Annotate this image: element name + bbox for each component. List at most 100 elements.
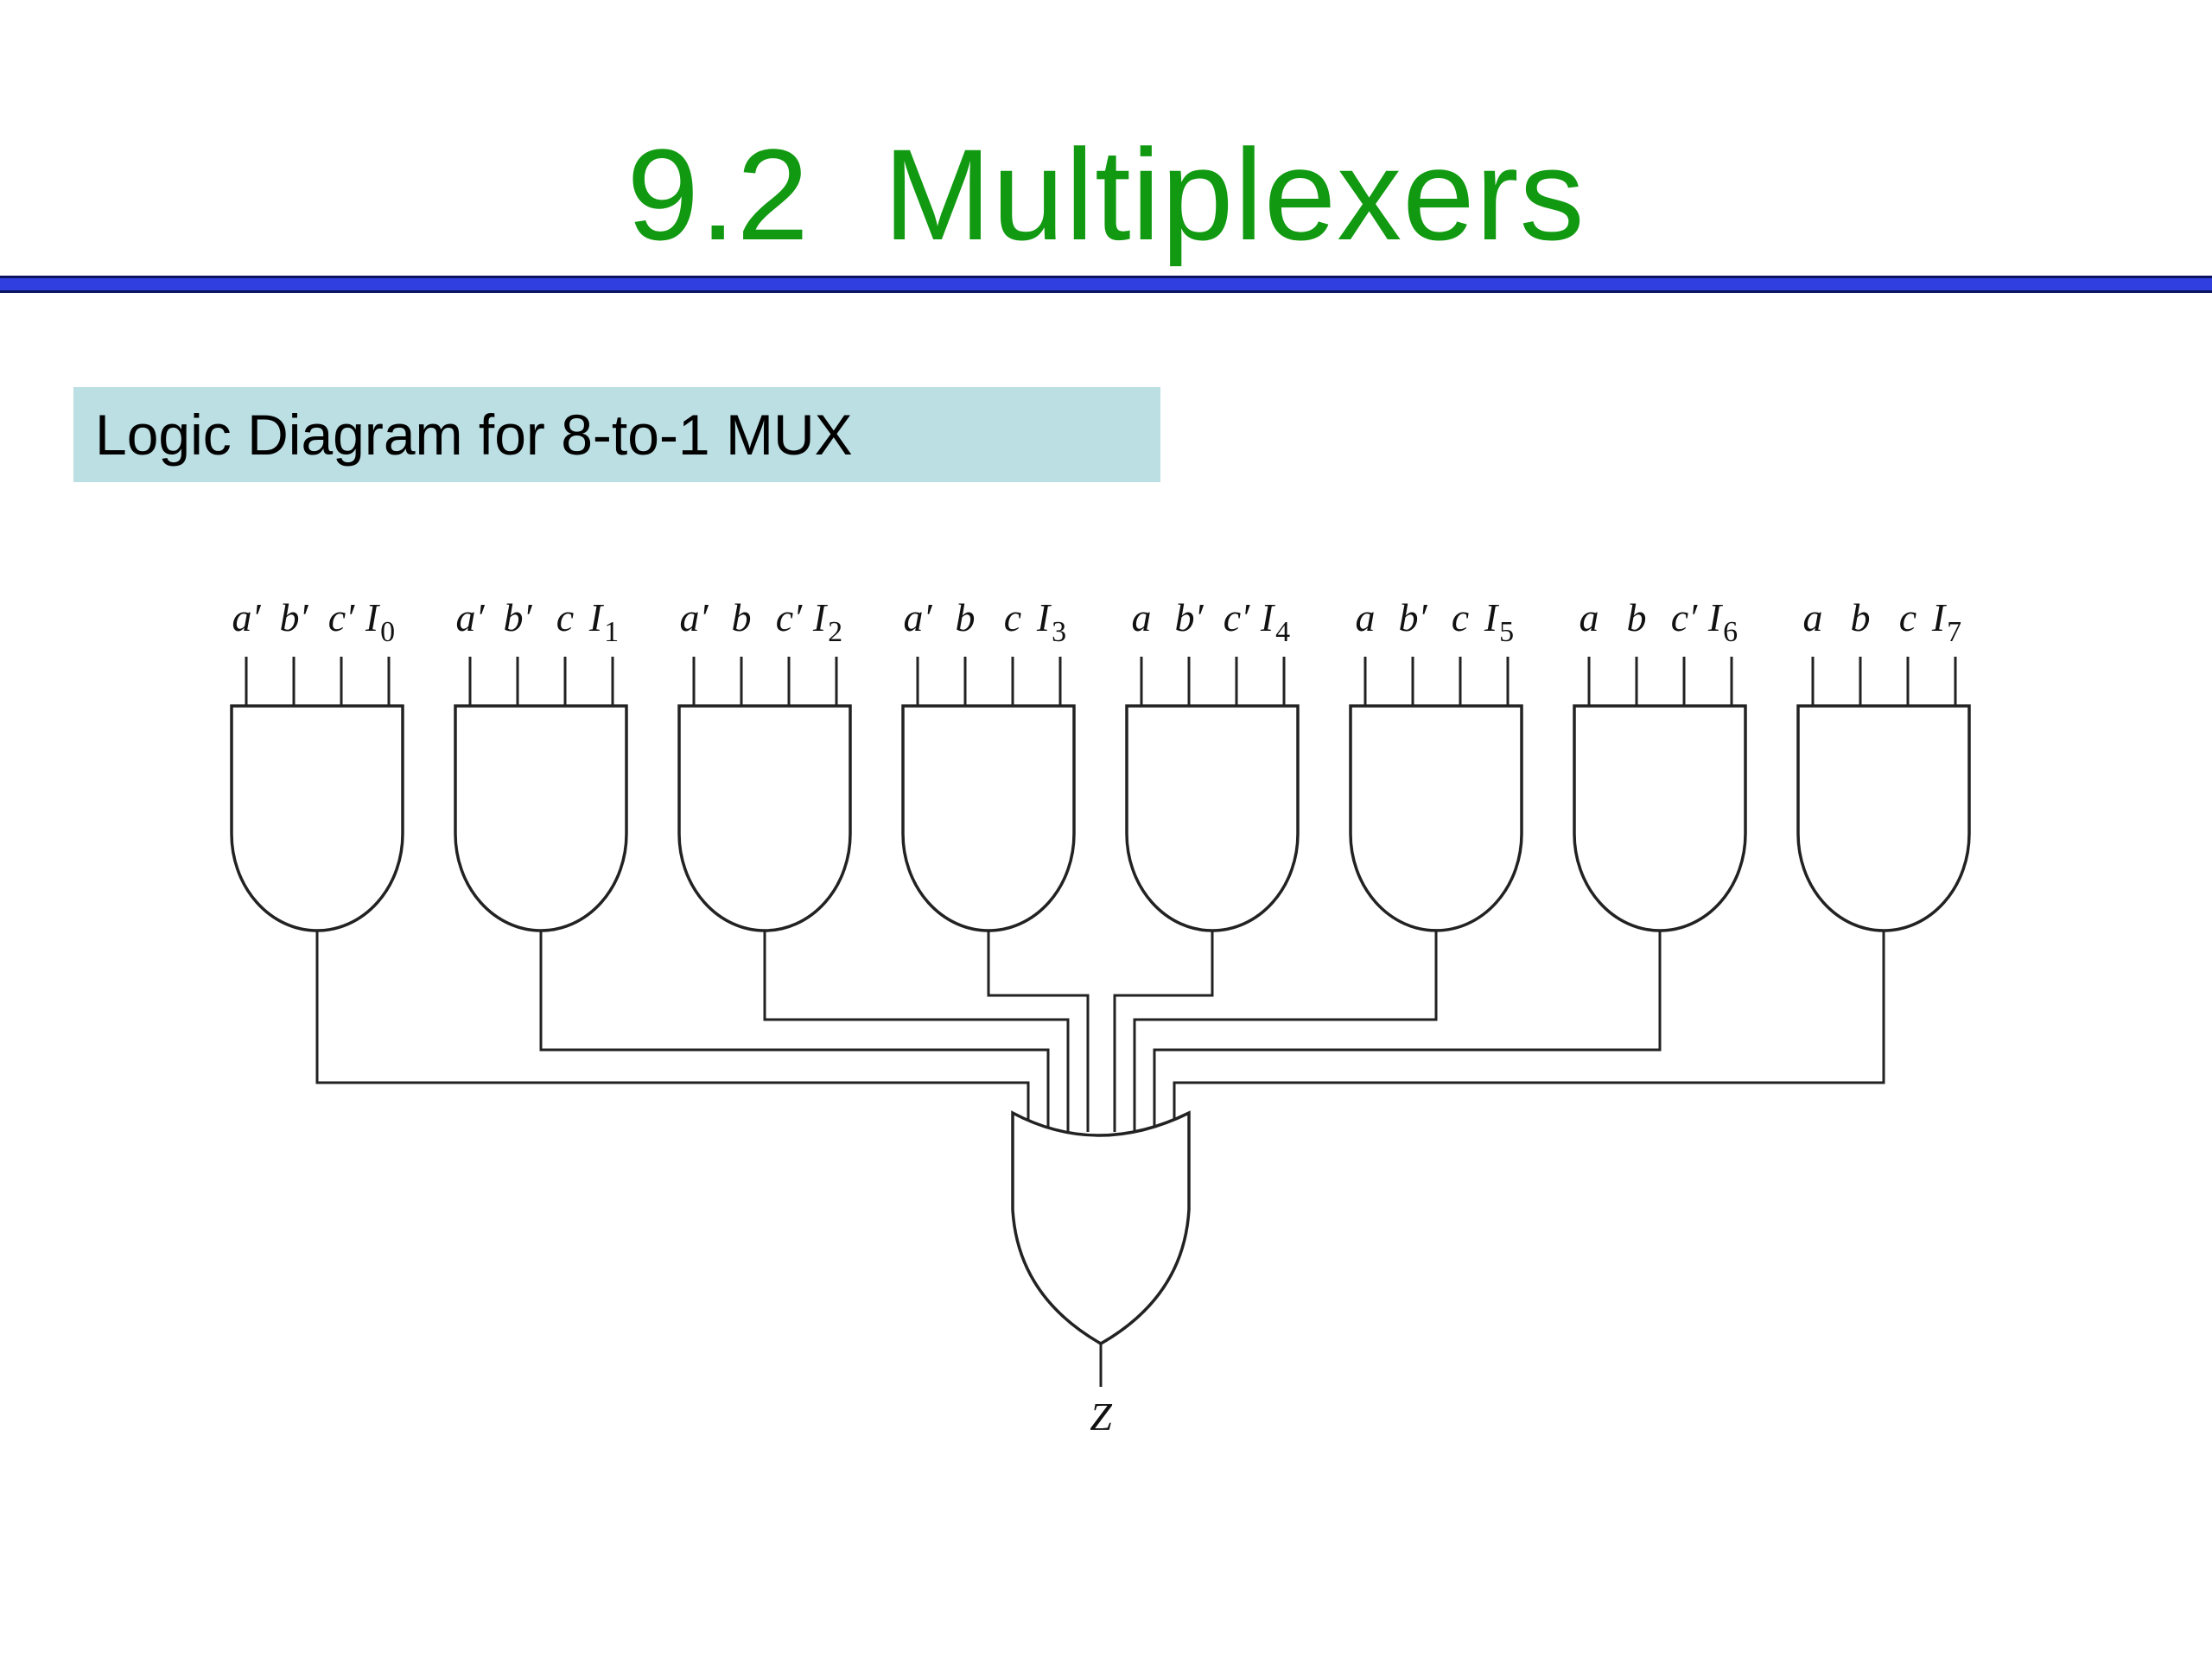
- input-label-text: I: [1036, 595, 1052, 639]
- input-label-text: c: [1004, 595, 1021, 639]
- input-label-text: b′: [503, 595, 532, 639]
- input-label: c′: [1224, 595, 1250, 639]
- and-output-wire: [1173, 931, 1885, 1132]
- input-label: b′: [503, 595, 532, 639]
- input-label-text: b: [956, 595, 976, 639]
- input-label-text: c′: [1224, 595, 1250, 639]
- input-label: b: [1851, 595, 1871, 639]
- input-label: a′: [679, 595, 709, 639]
- input-label-text: c′: [776, 595, 803, 639]
- input-label-text: a: [1803, 595, 1823, 639]
- input-label-text: a: [1356, 595, 1376, 639]
- input-label-subscript: 2: [828, 616, 842, 648]
- input-label: I6: [1707, 595, 1738, 648]
- section-label: Logic Diagram for 8-to-1 MUX: [95, 403, 853, 467]
- and-gate-2: a′ b c′I2: [677, 595, 852, 932]
- input-label-text: c: [1452, 595, 1469, 639]
- title-divider: [0, 276, 2212, 293]
- input-label: c: [1452, 595, 1469, 639]
- input-label: a′: [232, 595, 261, 639]
- wires: [315, 931, 1885, 1132]
- input-label-text: b: [732, 595, 752, 639]
- input-label-text: a′: [679, 595, 709, 639]
- input-label-text: b′: [1398, 595, 1427, 639]
- input-label: I2: [812, 595, 842, 648]
- input-label-text: c′: [1671, 595, 1698, 639]
- input-label-subscript: 5: [1499, 616, 1514, 648]
- input-label-text: b: [1627, 595, 1647, 639]
- input-label: I7: [1931, 595, 1961, 648]
- and-output-wire: [1153, 931, 1662, 1132]
- input-label-text: a: [1580, 595, 1599, 639]
- input-label-text: a′: [232, 595, 261, 639]
- input-label-text: c′: [328, 595, 355, 639]
- input-label: b′: [279, 595, 308, 639]
- input-label: b: [732, 595, 752, 639]
- and-gate-body: [677, 704, 852, 932]
- input-label: I0: [365, 595, 395, 648]
- input-label-text: I: [1484, 595, 1500, 639]
- and-output-wire: [763, 931, 1070, 1132]
- input-label: c: [556, 595, 574, 639]
- input-label: a: [1803, 595, 1823, 639]
- input-label: b′: [1174, 595, 1204, 639]
- input-label: a: [1132, 595, 1152, 639]
- and-output-wire: [539, 931, 1050, 1132]
- input-label-text: a: [1132, 595, 1152, 639]
- input-label: b′: [1398, 595, 1427, 639]
- and-gate-body: [1573, 704, 1747, 932]
- input-label-text: c: [1899, 595, 1916, 639]
- and-gate-body: [454, 704, 628, 932]
- input-label-text: b′: [279, 595, 308, 639]
- input-label: I4: [1260, 595, 1290, 648]
- section-header: Logic Diagram for 8-to-1 MUX: [73, 387, 1160, 482]
- input-label-text: a′: [455, 595, 485, 639]
- and-gate-body: [1796, 704, 1971, 932]
- and-gate-body: [1125, 704, 1300, 932]
- and-gate-body: [230, 704, 404, 932]
- input-label: I5: [1484, 595, 1514, 648]
- input-label-text: I: [1260, 595, 1276, 639]
- input-label: c: [1899, 595, 1916, 639]
- input-label: a′: [455, 595, 485, 639]
- and-output-wire: [1113, 931, 1214, 1132]
- input-label: a′: [903, 595, 932, 639]
- input-label-text: b′: [1174, 595, 1204, 639]
- and-gate-body: [901, 704, 1076, 932]
- input-label: c′: [328, 595, 355, 639]
- input-label-text: c: [556, 595, 574, 639]
- input-label: b: [956, 595, 976, 639]
- input-label-text: b: [1851, 595, 1871, 639]
- input-label-text: I: [365, 595, 381, 639]
- input-label-text: a′: [903, 595, 932, 639]
- slide-title: 9.2 Multiplexers: [626, 122, 1586, 267]
- input-label: b: [1627, 595, 1647, 639]
- and-output-wire: [987, 931, 1090, 1132]
- output-label: Z: [1090, 1395, 1112, 1439]
- input-label-subscript: 7: [1947, 616, 1961, 648]
- input-label-subscript: 3: [1052, 616, 1066, 648]
- and-gate-0: a′ b′ c′I0: [230, 595, 404, 932]
- input-label: a: [1580, 595, 1599, 639]
- input-label: c′: [1671, 595, 1698, 639]
- input-label-subscript: 6: [1723, 616, 1738, 648]
- input-label: I1: [588, 595, 619, 648]
- or-gate-body: [1011, 1110, 1191, 1346]
- or-gate: Z: [1011, 1110, 1191, 1439]
- and-gate-body: [1349, 704, 1523, 932]
- input-label-text: I: [1931, 595, 1948, 639]
- input-label-subscript: 4: [1275, 616, 1290, 648]
- input-label-subscript: 1: [604, 616, 619, 648]
- input-label-text: I: [588, 595, 605, 639]
- input-label-text: I: [1707, 595, 1724, 639]
- input-label: I3: [1036, 595, 1066, 648]
- input-label: a: [1356, 595, 1376, 639]
- input-label-text: I: [812, 595, 829, 639]
